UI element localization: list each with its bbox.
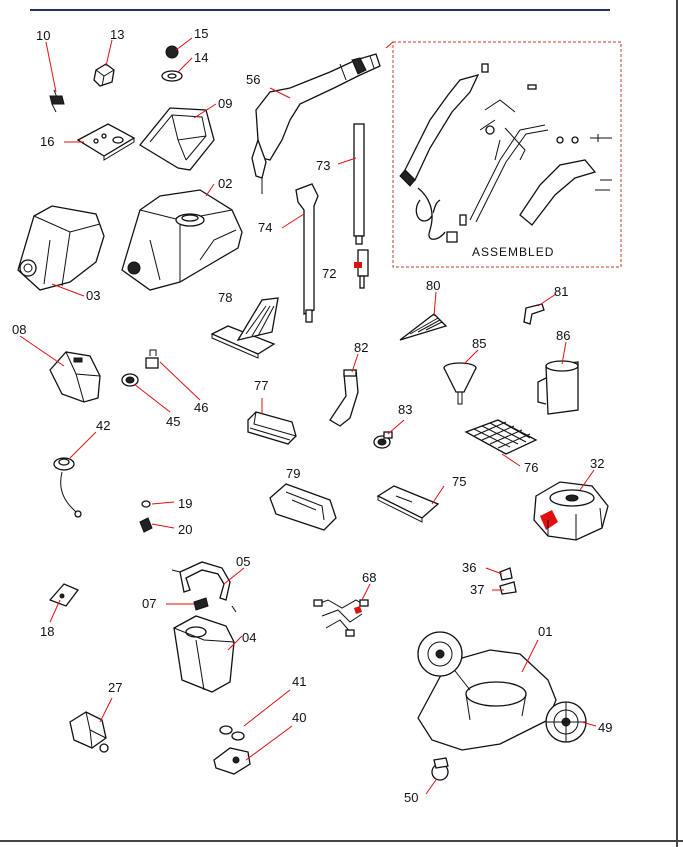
callout-42: 42 xyxy=(96,418,110,433)
part-01-base-chassis xyxy=(417,631,557,751)
part-14-washer xyxy=(161,70,183,82)
callout-03: 03 xyxy=(86,288,100,303)
part-13-cap xyxy=(93,63,115,87)
callout-08: 08 xyxy=(12,322,26,337)
part-74-wand xyxy=(295,183,319,323)
assembled-label: ASSEMBLED xyxy=(472,245,554,259)
callout-18: 18 xyxy=(40,624,54,639)
callout-50: 50 xyxy=(404,790,418,805)
callout-74: 74 xyxy=(258,220,272,235)
callout-05: 05 xyxy=(236,554,250,569)
callout-80: 80 xyxy=(426,278,440,293)
part-40-valve xyxy=(213,747,251,775)
assembled-handle-drawing xyxy=(399,63,612,243)
callout-81: 81 xyxy=(554,284,568,299)
part-82-bracket xyxy=(329,369,359,427)
part-41-o-rings xyxy=(219,725,245,741)
callout-41: 41 xyxy=(292,674,306,689)
callout-83: 83 xyxy=(398,402,412,417)
callout-27: 27 xyxy=(108,680,122,695)
part-68-wiring-harness xyxy=(313,599,369,637)
part-56-spray-handle xyxy=(251,53,381,194)
part-77-upholstery-tool xyxy=(247,411,297,445)
part-19-bolt xyxy=(141,500,151,508)
callout-20: 20 xyxy=(178,522,192,537)
callout-19: 19 xyxy=(178,496,192,511)
part-04-reservoir xyxy=(173,615,235,693)
callout-10: 10 xyxy=(36,28,50,43)
callout-77: 77 xyxy=(254,378,268,393)
part-50-caster xyxy=(431,757,449,781)
page-border-right xyxy=(676,0,678,847)
part-16-plate xyxy=(76,123,136,161)
part-46-fitting xyxy=(145,349,159,369)
page-border-bottom xyxy=(0,840,683,842)
part-78-brush-tool xyxy=(210,297,279,359)
callout-36: 36 xyxy=(462,560,476,575)
part-72-nozzle xyxy=(354,249,369,289)
callout-46: 46 xyxy=(194,400,208,415)
callout-49: 49 xyxy=(598,720,612,735)
part-49-wheel xyxy=(545,701,587,743)
callout-16: 16 xyxy=(40,134,54,149)
callout-07: 07 xyxy=(142,596,156,611)
part-37-clip xyxy=(499,581,517,595)
callout-75: 75 xyxy=(452,474,466,489)
part-27-pump xyxy=(69,711,109,753)
callout-86: 86 xyxy=(556,328,570,343)
part-02-main-tank xyxy=(121,189,243,291)
callout-85: 85 xyxy=(472,336,486,351)
part-76-mesh-filter xyxy=(464,419,538,455)
part-15-knob xyxy=(165,45,179,59)
part-03-tank-cover xyxy=(17,205,105,291)
part-45-ring xyxy=(121,373,139,387)
callout-68: 68 xyxy=(362,570,376,585)
part-18-plate xyxy=(48,583,80,607)
part-42-connector xyxy=(53,457,82,518)
callout-09: 09 xyxy=(218,96,232,111)
part-08-cover xyxy=(49,351,101,403)
callout-78: 78 xyxy=(218,290,232,305)
part-10-screw xyxy=(49,89,65,113)
callout-32: 32 xyxy=(590,456,604,471)
part-07-clip xyxy=(193,597,209,611)
callout-04: 04 xyxy=(242,630,256,645)
part-83-cap xyxy=(373,431,393,449)
callout-79: 79 xyxy=(286,466,300,481)
part-75-head xyxy=(376,485,440,523)
part-86-measuring-cup xyxy=(537,360,579,415)
part-85-funnel xyxy=(443,362,477,405)
callout-73: 73 xyxy=(316,158,330,173)
part-73-extension-tube xyxy=(353,123,365,245)
header-rule xyxy=(30,9,610,11)
callout-15: 15 xyxy=(194,26,208,41)
part-20-clip xyxy=(139,517,153,533)
part-09-tray xyxy=(139,107,215,171)
part-81-elbow xyxy=(523,303,545,325)
callout-01: 01 xyxy=(538,624,552,639)
callout-56: 56 xyxy=(246,72,260,87)
callout-76: 76 xyxy=(524,460,538,475)
callout-72: 72 xyxy=(322,266,336,281)
callout-13: 13 xyxy=(110,27,124,42)
callout-14: 14 xyxy=(194,50,208,65)
callout-45: 45 xyxy=(166,414,180,429)
callout-labels: 10 13 15 14 56 09 16 02 73 74 03 72 78 8… xyxy=(12,26,612,805)
part-79-tool xyxy=(269,483,337,531)
part-32-motor xyxy=(533,481,609,541)
part-80-crevice-tool xyxy=(399,313,448,341)
part-36-clip xyxy=(499,567,513,581)
callout-37: 37 xyxy=(470,582,484,597)
callout-40: 40 xyxy=(292,710,306,725)
callout-82: 82 xyxy=(354,340,368,355)
assembled-inset-box xyxy=(392,41,622,268)
callout-02: 02 xyxy=(218,176,232,191)
